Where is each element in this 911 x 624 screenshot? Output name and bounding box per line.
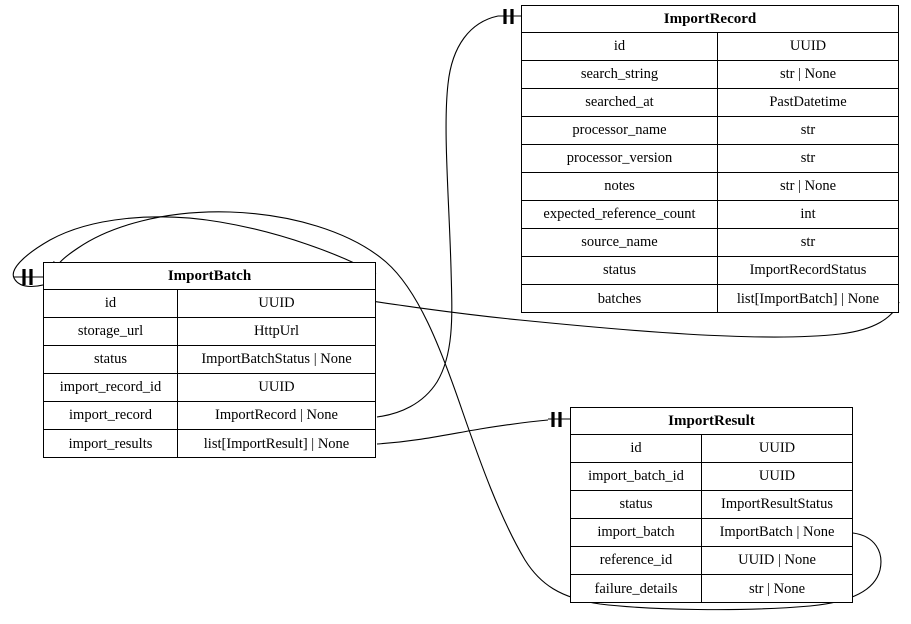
field-type: PastDatetime <box>769 94 847 110</box>
entity-import-result[interactable]: ImportResult id UUID import_batch_id UUI… <box>570 407 853 603</box>
field-type: UUID <box>258 295 295 311</box>
entity-title-import-batch: ImportBatch <box>44 263 375 290</box>
table-row[interactable]: id UUID <box>44 290 375 318</box>
field-name: reference_id <box>571 547 702 574</box>
table-row[interactable]: processor_version str <box>522 145 898 173</box>
field-type: int <box>800 206 816 222</box>
field-type: HttpUrl <box>253 323 300 339</box>
field-name: import_batch_id <box>571 463 702 490</box>
table-row[interactable]: id UUID <box>522 33 898 61</box>
field-type: ImportRecordStatus <box>749 262 867 278</box>
field-name: source_name <box>522 229 718 256</box>
field-type: str <box>800 122 816 138</box>
field-type: UUID <box>258 379 295 395</box>
field-name: processor_name <box>522 117 718 144</box>
field-name: import_results <box>44 430 178 458</box>
field-type: str <box>800 150 816 166</box>
table-row[interactable]: id UUID <box>571 435 852 463</box>
field-name: id <box>571 435 702 462</box>
field-type: UUID <box>789 38 827 54</box>
field-name: searched_at <box>522 89 718 116</box>
table-row[interactable]: import_record ImportRecord | None <box>44 402 375 430</box>
table-row[interactable]: failure_details str | None <box>571 575 852 603</box>
table-row[interactable]: expected_reference_count int <box>522 201 898 229</box>
field-type: UUID <box>758 440 796 456</box>
cardinality-marker-import-batch-a <box>14 269 43 285</box>
field-name: status <box>44 346 178 373</box>
table-row[interactable]: import_batch_id UUID <box>571 463 852 491</box>
cardinality-marker-import-result <box>548 412 570 427</box>
field-type: str | None <box>779 178 837 194</box>
table-row[interactable]: status ImportBatchStatus | None <box>44 346 375 374</box>
table-row[interactable]: searched_at PastDatetime <box>522 89 898 117</box>
field-type: list[ImportResult] | None <box>203 435 350 452</box>
field-type: UUID | None <box>738 552 816 568</box>
entity-title-import-result: ImportResult <box>571 408 852 435</box>
entity-import-batch[interactable]: ImportBatch id UUID storage_url HttpUrl … <box>43 262 376 458</box>
edge-batch-to-record <box>376 15 499 418</box>
field-type: ImportBatchStatus | None <box>201 351 352 367</box>
table-row[interactable]: notes str | None <box>522 173 898 201</box>
field-name: batches <box>522 285 718 313</box>
field-type: ImportRecord | None <box>215 407 338 423</box>
table-row[interactable]: source_name str <box>522 229 898 257</box>
field-type: str <box>800 234 816 250</box>
cardinality-marker-import-record <box>498 9 521 24</box>
table-row[interactable]: storage_url HttpUrl <box>44 318 375 346</box>
field-type: ImportResultStatus <box>721 496 833 512</box>
entity-import-record[interactable]: ImportRecord id UUID search_string str |… <box>521 5 899 313</box>
table-row[interactable]: import_batch ImportBatch | None <box>571 519 852 547</box>
field-name: import_record_id <box>44 374 178 401</box>
field-name: status <box>522 257 718 284</box>
field-name: notes <box>522 173 718 200</box>
table-row[interactable]: batches list[ImportBatch] | None <box>522 285 898 313</box>
entity-title-import-record: ImportRecord <box>522 6 898 33</box>
field-name: import_batch <box>571 519 702 546</box>
table-row[interactable]: processor_name str <box>522 117 898 145</box>
field-type: UUID <box>758 468 796 484</box>
table-row[interactable]: import_record_id UUID <box>44 374 375 402</box>
table-row[interactable]: import_results list[ImportResult] | None <box>44 430 375 458</box>
field-name: search_string <box>522 61 718 88</box>
edge-batch-to-result <box>376 419 549 445</box>
field-name: storage_url <box>44 318 178 345</box>
field-type: ImportBatch | None <box>719 524 835 540</box>
field-name: import_record <box>44 402 178 429</box>
table-row[interactable]: status ImportRecordStatus <box>522 257 898 285</box>
table-row[interactable]: reference_id UUID | None <box>571 547 852 575</box>
field-name: expected_reference_count <box>522 201 718 228</box>
table-row[interactable]: search_string str | None <box>522 61 898 89</box>
field-name: id <box>522 33 718 60</box>
field-type: list[ImportBatch] | None <box>736 290 880 307</box>
field-type: str | None <box>748 580 806 597</box>
field-name: failure_details <box>571 575 702 603</box>
field-name: processor_version <box>522 145 718 172</box>
field-name: id <box>44 290 178 317</box>
table-row[interactable]: status ImportResultStatus <box>571 491 852 519</box>
field-name: status <box>571 491 702 518</box>
field-type: str | None <box>779 66 837 82</box>
